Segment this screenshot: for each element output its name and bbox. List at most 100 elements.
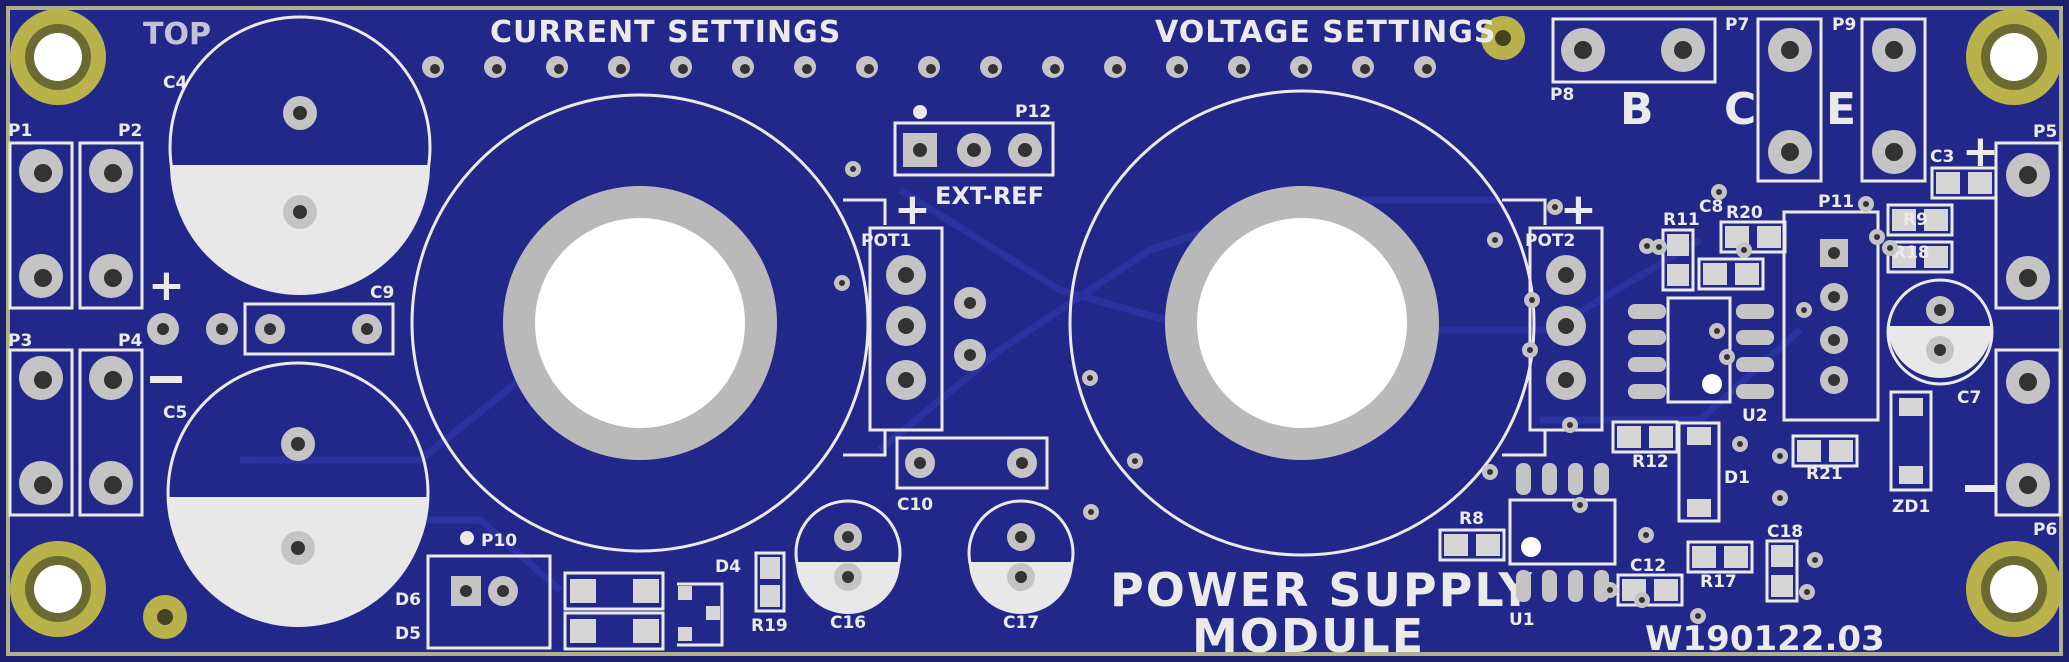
minus-mark-left [150,376,182,383]
top-via [484,56,506,78]
via [834,275,850,291]
via [1522,342,1538,358]
fiducial-top [1481,16,1525,60]
top-via [1414,56,1436,78]
via [1709,323,1725,339]
capacitor-c5 [166,361,430,627]
via [1634,592,1650,608]
capacitor-c16 [794,499,902,614]
top-via [732,56,754,78]
connector-p9 [1860,17,1927,183]
top-via [1290,56,1312,78]
via [1772,490,1788,506]
letter-e: E [1826,84,1856,135]
connector-p7 [1756,17,1823,183]
top-via [608,56,630,78]
via [1547,199,1563,215]
left-terminals [8,141,144,517]
via [845,161,861,177]
via [1638,527,1654,543]
via [1524,292,1540,308]
via [1882,240,1898,256]
top-via [918,56,940,78]
letter-c: C [1724,84,1756,135]
label-c16: C16 [830,613,866,633]
label-p4: P4 [118,331,142,351]
via [1719,349,1735,365]
label-r18: R18 [1893,243,1930,263]
label-p6: P6 [2033,520,2057,540]
ext-ref-label: EXT-REF [935,182,1044,210]
via [1858,196,1874,212]
label-c17: C17 [1003,613,1039,633]
connector-p12 [893,105,1055,177]
via-row [422,56,1436,78]
label-u2: U2 [1742,406,1768,426]
label-c7: C7 [1957,388,1981,408]
via [1562,417,1578,433]
label-r20: R20 [1726,203,1763,223]
plus-mark-left: + [148,260,185,311]
capacitor-c7 [1886,278,1994,386]
potentiometer-pot2 [1068,89,1604,557]
label-p11: P11 [1818,192,1854,212]
mount-hole-top-right [1966,9,2062,105]
via [1772,448,1788,464]
letter-b: B [1620,84,1654,135]
corner-mark-top: TOP [143,17,211,52]
label-p8: P8 [1550,85,1574,105]
potentiometer-pot1 [410,93,986,553]
terminal-block-p1 [8,141,74,310]
via [1083,504,1099,520]
board-revision: W190122.03 [1645,619,1885,659]
resistor-r19 [754,551,786,613]
terminal-block-p3 [8,348,74,517]
label-d1: D1 [1724,468,1750,488]
connector-p6 [1994,348,2062,517]
top-via [670,56,692,78]
top-via [1104,56,1126,78]
smd-c3 [1930,166,1998,200]
label-p7: P7 [1725,15,1749,35]
via [1651,239,1667,255]
label-c5: C5 [163,403,187,423]
label-pot1: POT1 [861,231,911,251]
smd-r12 [1611,420,1679,454]
label-p10: P10 [481,531,517,551]
label-zd1: ZD1 [1892,497,1930,517]
smd-c8-b [1697,257,1765,291]
plus-mark-pot2: + [1560,184,1597,235]
label-p2: P2 [118,121,142,141]
label-r11: R11 [1663,210,1700,230]
top-via [856,56,878,78]
terminal-block-p4 [78,348,144,517]
plus-mark-pot1: + [894,184,931,235]
via [1572,497,1588,513]
via [1690,608,1706,624]
via [1487,232,1503,248]
label-pot2: POT2 [1525,231,1575,251]
label-p5: P5 [2033,122,2057,142]
smd-r8 [1438,528,1506,562]
connector-p11 [1782,210,1880,422]
smd-r21 [1791,434,1859,468]
capacitor-c4 [168,15,432,295]
top-via [1228,56,1250,78]
via [1732,436,1748,452]
label-c10: C10 [897,495,933,515]
label-p1: P1 [8,121,32,141]
via [1807,552,1823,568]
board-title-line2: MODULE [1192,609,1425,662]
ic-u1 [1508,463,1617,602]
capacitor-c10 [895,436,1049,490]
minus-mark-right [1965,485,1995,492]
smd-r18 [1886,240,1954,274]
label-c9: C9 [370,283,394,303]
diode-d1 [1677,421,1721,523]
via [1796,302,1812,318]
label-c8: C8 [1699,197,1723,217]
via [1482,464,1498,480]
mount-hole-bottom-left [10,541,106,637]
terminal-block-p2 [78,141,144,310]
